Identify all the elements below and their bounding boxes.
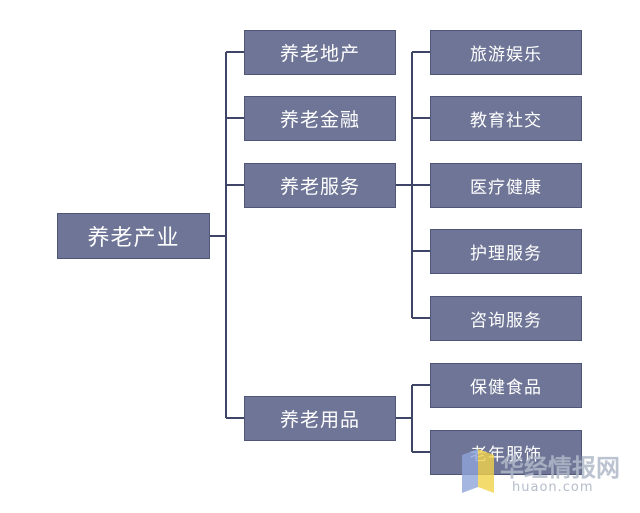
watermark-logo-icon: [462, 449, 494, 493]
branch-node-services: 养老服务: [244, 163, 396, 208]
leaf-node-medical-health: 医疗健康: [430, 163, 582, 208]
leaf-node-consulting-service: 咨询服务: [430, 296, 582, 341]
leaf-node-nursing-service: 护理服务: [430, 229, 582, 274]
root-node: 养老产业: [57, 213, 210, 259]
leaf-node-travel-entertainment: 旅游娱乐: [430, 30, 582, 75]
branch-node-products: 养老用品: [244, 396, 396, 441]
branch-node-finance: 养老金融: [244, 96, 396, 141]
watermark-brand: 华经情报网: [500, 454, 620, 482]
leaf-node-elderly-apparel: 老年服饰: [430, 430, 582, 475]
watermark-url: huaon.com: [512, 480, 594, 495]
branch-node-real-estate: 养老地产: [244, 30, 396, 75]
leaf-node-health-food: 保健食品: [430, 363, 582, 408]
leaf-node-education-social: 教育社交: [430, 96, 582, 141]
